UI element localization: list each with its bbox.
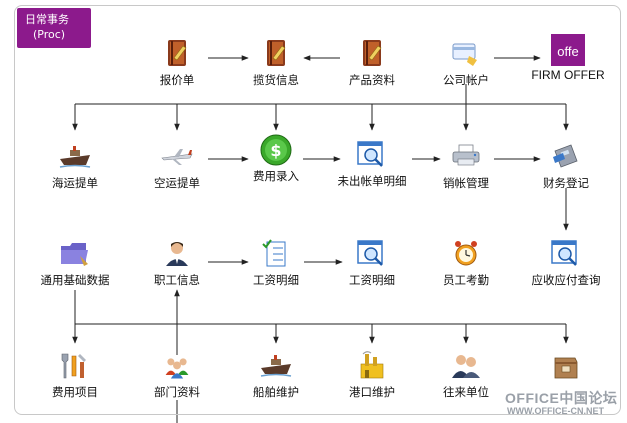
node-label: 费用项目 <box>52 385 98 399</box>
node-basic-data[interactable]: 通用基础数据 <box>15 238 135 288</box>
book-icon <box>363 40 382 66</box>
node-archive[interactable] <box>506 350 626 400</box>
archive-box-icon <box>554 357 578 379</box>
node-label: 船舶维护 <box>253 385 299 399</box>
node-ar-ap-query[interactable]: 应收应付查询 <box>506 238 626 288</box>
node-label: 产品资料 <box>349 73 395 87</box>
folder-icon <box>61 243 88 266</box>
node-port[interactable]: 港口维护 <box>312 350 432 400</box>
node-cargo-info[interactable]: 揽货信息 <box>216 38 336 88</box>
node-fee-entry[interactable]: $ 费用录入 <box>216 134 336 184</box>
node-quote[interactable]: 报价单 <box>117 38 237 88</box>
section-frame: 日常事务 (Proc) <box>14 5 621 415</box>
section-tab: 日常事务 (Proc) <box>17 8 91 48</box>
node-label: 应收应付查询 <box>531 273 601 287</box>
node-label: 费用录入 <box>253 169 299 183</box>
magnifier-window-icon <box>551 240 577 266</box>
node-label: 报价单 <box>159 73 195 87</box>
node-attendance[interactable]: 员工考勤 <box>406 238 526 288</box>
logo-text: offe <box>557 44 578 59</box>
node-finance-register[interactable]: 财务登记 <box>506 141 626 191</box>
magnifier-window-icon <box>357 141 383 167</box>
book-icon <box>168 40 187 66</box>
node-label: 空运提单 <box>154 176 200 190</box>
group-icon <box>165 358 189 379</box>
card-icon <box>452 43 477 66</box>
section-subtitle: (Proc) <box>33 28 66 41</box>
node-label: FIRM OFFER <box>531 68 605 82</box>
node-sea-bill[interactable]: 海运提单 <box>15 141 135 191</box>
printer-icon <box>452 144 480 166</box>
offer-logo-icon: offe <box>551 34 585 66</box>
dollar-icon: $ <box>260 134 292 166</box>
node-label: 港口维护 <box>349 385 395 399</box>
factory-icon <box>360 351 384 379</box>
node-label: 揽货信息 <box>253 73 299 87</box>
book-icon <box>267 40 286 66</box>
person-icon <box>166 242 188 266</box>
node-unbilled-detail[interactable]: 未出帐单明细 <box>312 139 432 189</box>
node-write-off[interactable]: 销帐管理 <box>406 141 526 191</box>
node-fee-items[interactable]: 费用项目 <box>15 350 135 400</box>
node-vessel[interactable]: 船舶维护 <box>216 350 336 400</box>
ship-icon <box>260 355 292 377</box>
people-icon <box>452 355 480 378</box>
node-label: 销帐管理 <box>443 176 489 190</box>
node-staff-info[interactable]: 职工信息 <box>117 238 237 288</box>
node-label: 工资明细 <box>349 273 395 287</box>
checklist-icon <box>262 239 286 267</box>
node-firm-offer[interactable]: offe FIRM OFFER <box>508 34 627 84</box>
alarm-clock-icon <box>455 241 477 266</box>
airplane-icon <box>161 149 193 165</box>
node-department[interactable]: 部门资料 <box>117 354 237 404</box>
node-product-data[interactable]: 产品资料 <box>312 38 432 88</box>
node-company-account[interactable]: 公司帐户 <box>406 38 526 88</box>
svg-text:$: $ <box>270 141 281 160</box>
tools-icon <box>61 353 86 379</box>
node-label: 财务登记 <box>543 176 589 190</box>
node-label: 未出帐单明细 <box>337 174 407 188</box>
node-air-bill[interactable]: 空运提单 <box>117 141 237 191</box>
section-title: 日常事务 <box>25 13 69 26</box>
node-label: 员工考勤 <box>443 273 489 287</box>
node-label: 海运提单 <box>52 176 98 190</box>
node-label: 通用基础数据 <box>40 273 110 287</box>
node-salary-detail-2[interactable]: 工资明细 <box>312 238 432 288</box>
ship-icon <box>59 146 91 168</box>
node-label: 工资明细 <box>253 273 299 287</box>
node-salary-detail-1[interactable]: 工资明细 <box>216 238 336 288</box>
node-label: 往来单位 <box>443 385 489 399</box>
card-reader-icon <box>553 144 578 168</box>
node-label: 公司帐户 <box>443 73 489 87</box>
node-partners[interactable]: 往来单位 <box>406 350 526 400</box>
node-label: 部门资料 <box>154 385 200 399</box>
magnifier-window-icon <box>357 240 383 266</box>
node-label: 职工信息 <box>154 273 200 287</box>
